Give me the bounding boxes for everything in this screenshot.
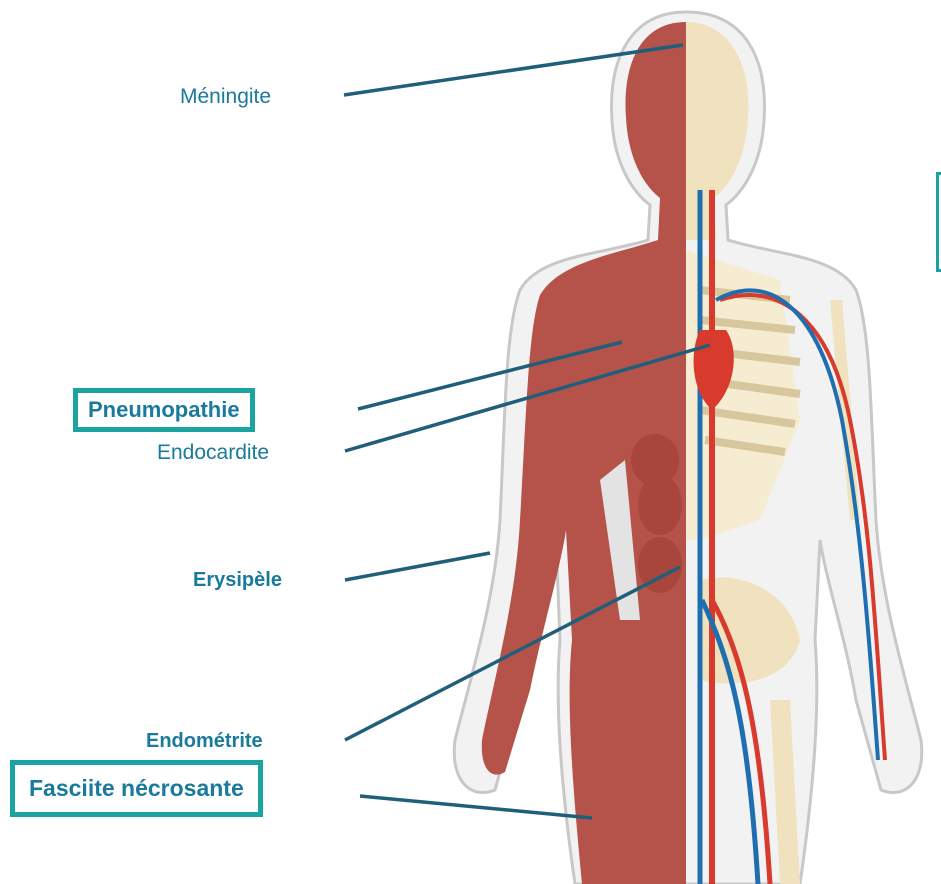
label-pneumopathie: Pneumopathie (73, 388, 255, 432)
leader-line-erysipele (345, 553, 490, 580)
label-meningite: Méningite (180, 86, 271, 107)
label-endometrite: Endométrite (146, 731, 263, 751)
label-endocardite: Endocardite (157, 442, 269, 463)
highlight-box-edge (936, 172, 941, 272)
label-fasciite-necrosante: Fasciite nécrosante (10, 760, 263, 817)
leader-line-fasciite (360, 796, 592, 818)
label-erysipele: Erysipèle (193, 570, 282, 590)
